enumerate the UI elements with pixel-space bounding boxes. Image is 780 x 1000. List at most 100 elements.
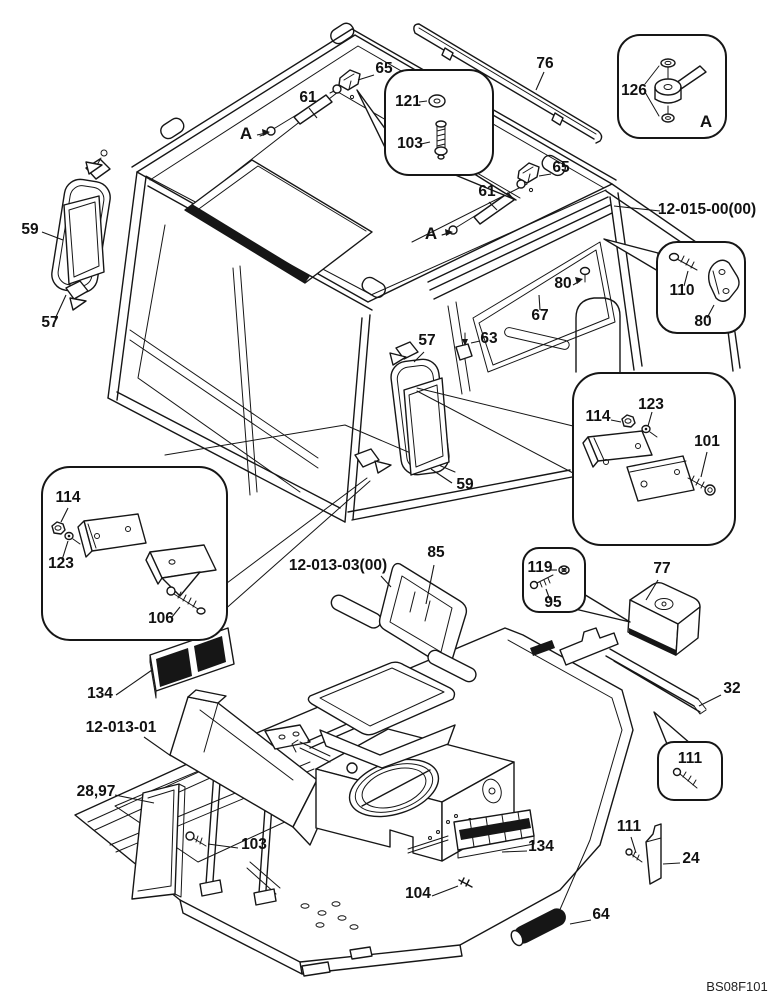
seat-backrest <box>378 562 468 667</box>
bubble-114-123-101 <box>572 372 736 546</box>
callout-104: 104 <box>405 885 431 902</box>
callout-57-left: 57 <box>41 314 58 331</box>
bracket-left-2 <box>145 544 217 597</box>
washer-121 <box>428 94 446 108</box>
cab-front-face <box>107 171 373 523</box>
bracket-left-1 <box>77 513 147 558</box>
panel-28-97 <box>131 783 186 900</box>
callout-103-lower: 103 <box>241 836 267 853</box>
wedge-111-bubble <box>653 711 692 745</box>
callout-111-lower: 111 <box>617 818 642 835</box>
callout-123-right: 123 <box>638 396 664 413</box>
roof-grab-handles <box>160 22 566 299</box>
callout-114-left: 114 <box>55 489 80 506</box>
bracket-right-1 <box>582 430 653 468</box>
drawing-code: BS08F101 <box>706 979 767 994</box>
callout-seat-ref: 12-013-03(00) <box>289 557 387 574</box>
callout-67: 67 <box>531 307 548 324</box>
door-inner-rail <box>575 297 621 373</box>
handrail-left-unit <box>51 149 111 311</box>
bolt-106 <box>166 586 206 615</box>
callout-view-a-detail: A <box>700 112 712 131</box>
callout-28-97: 28,97 <box>77 783 116 800</box>
pedestal-legs <box>199 753 281 906</box>
screw-111-lower <box>625 848 643 863</box>
detail-bubbles <box>41 34 746 801</box>
seat-assembly <box>291 562 477 769</box>
callout-65-rear: 65 <box>552 159 570 176</box>
bolt-103-lower <box>185 831 207 847</box>
seat-mount-rail <box>264 715 368 750</box>
wall-slot <box>530 640 555 656</box>
bubble-111 <box>657 741 723 801</box>
bracket-65-front <box>338 69 361 100</box>
callout-65-front: 65 <box>375 60 393 77</box>
washer-123-left <box>64 531 81 545</box>
wedge-to-left-bubble <box>214 477 371 613</box>
rail-76 <box>413 23 603 144</box>
callout-57-mid: 57 <box>418 332 435 349</box>
washer-95 <box>558 565 570 575</box>
callout-76: 76 <box>536 55 554 72</box>
pin-104 <box>458 877 473 888</box>
seat-base <box>291 724 456 769</box>
callout-59-left: 59 <box>21 221 39 238</box>
callout-64: 64 <box>592 906 610 923</box>
callout-134-lower: 134 <box>528 838 554 855</box>
callout-80-window: 80 <box>554 275 571 292</box>
hook-80 <box>707 259 740 302</box>
callout-pedestal-ref: 12-013-01 <box>86 719 157 736</box>
leader-lines <box>41 71 722 925</box>
strut-61-front <box>259 84 342 137</box>
screw-111 <box>672 767 698 789</box>
nut-114-left <box>51 521 66 535</box>
grille-134-lower <box>453 809 535 859</box>
bubble-119-95 <box>522 547 586 613</box>
callout-77: 77 <box>653 560 670 577</box>
rail-32 <box>605 648 707 715</box>
callout-123-left: 123 <box>48 555 74 572</box>
callout-32: 32 <box>723 680 740 697</box>
screw-110 <box>668 252 698 271</box>
screw-119 <box>529 574 554 590</box>
strut-61-rear <box>441 179 526 236</box>
callout-61-front: 61 <box>299 89 317 106</box>
bracket-right-2 <box>626 455 695 502</box>
cab-roof-rail-outer <box>131 28 617 181</box>
armrest-left <box>330 594 382 629</box>
deck-thickness <box>179 899 463 975</box>
bubble-114-123-106 <box>41 466 228 641</box>
callout-111-bubble: 111 <box>678 750 703 767</box>
plate-24 <box>645 823 662 885</box>
callout-61-rear: 61 <box>478 183 496 200</box>
callout-85: 85 <box>427 544 445 561</box>
grip-64 <box>510 908 566 947</box>
cab-assembly <box>107 22 741 523</box>
door-latch-63 <box>455 332 473 361</box>
callout-labels: 65 61 A 121 103 76 126 A 65 61 A 12-015-… <box>21 55 767 994</box>
armrest-right <box>427 649 477 683</box>
callout-134-upper: 134 <box>87 685 113 702</box>
callout-80-detail: 80 <box>694 313 711 330</box>
callout-cab-ref: 12-015-00(00) <box>658 201 756 218</box>
bolt-101 <box>687 475 716 496</box>
wedge-110-bubble <box>603 238 659 272</box>
seat-cushion <box>307 661 456 736</box>
knob-126 <box>644 58 707 123</box>
deck-feet <box>301 946 373 977</box>
bracket-65-rear <box>517 162 540 193</box>
callout-59-mid: 59 <box>456 476 474 493</box>
deck-holes <box>300 901 359 930</box>
callout-101: 101 <box>694 433 720 450</box>
bolt-103 <box>434 120 448 160</box>
callout-119: 119 <box>527 559 552 576</box>
wedge-to-right-bubble <box>416 387 574 474</box>
deck-wall-inner <box>507 639 623 929</box>
callout-view-a-rear: A <box>425 224 437 243</box>
platform-assembly <box>74 582 707 977</box>
callout-103: 103 <box>397 135 423 152</box>
callout-24: 24 <box>682 850 700 867</box>
handrail-mid-unit <box>354 341 450 476</box>
